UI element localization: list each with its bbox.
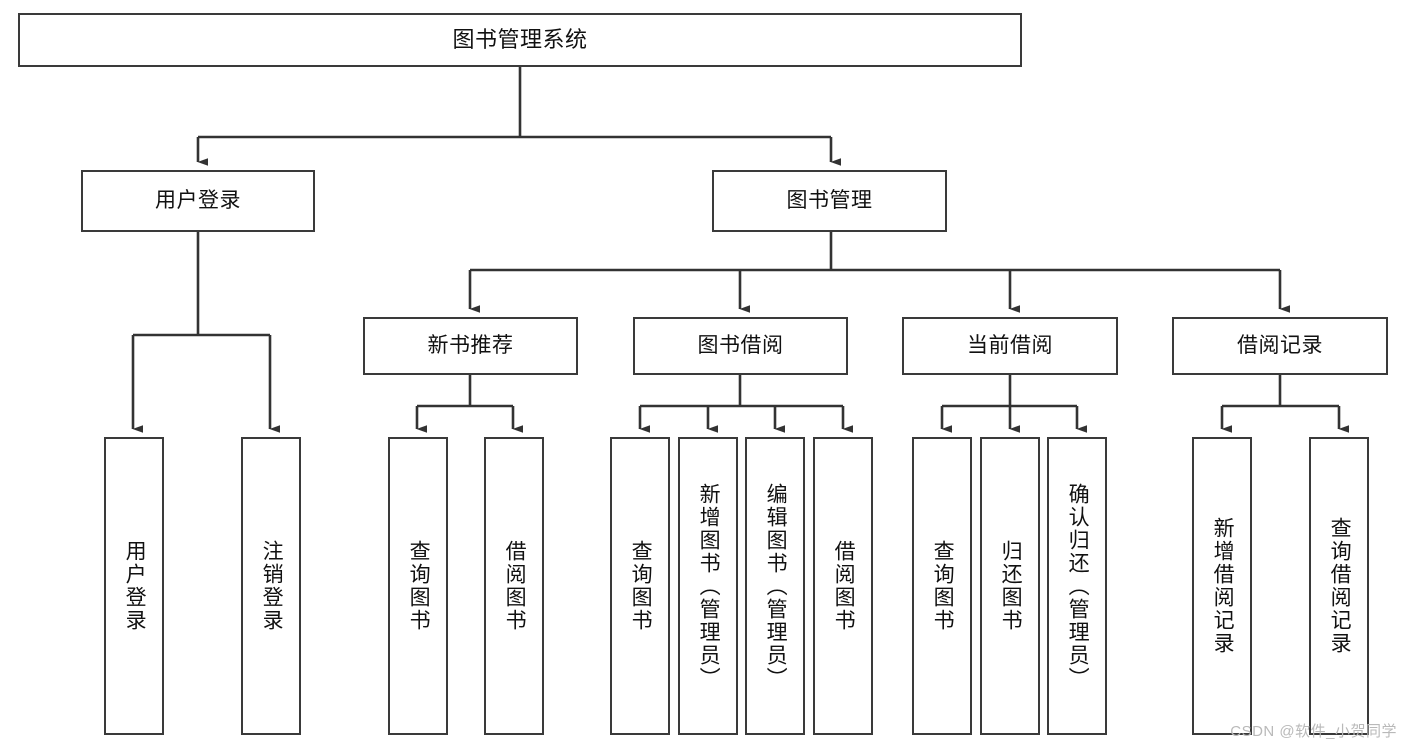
node-label: 查询图书 (629, 540, 653, 632)
node-label: 借阅图书 (503, 540, 527, 632)
node-label: 用户登录 (155, 188, 241, 212)
node-leaf-edit-book-admin[interactable]: 编辑图书（管理员） (745, 437, 805, 735)
node-new-book-recommendation[interactable]: 新书推荐 (363, 317, 578, 375)
node-user-login[interactable]: 用户登录 (81, 170, 315, 232)
node-label: 查询图书 (407, 540, 431, 632)
node-current-borrowing[interactable]: 当前借阅 (902, 317, 1118, 375)
csdn-watermark: CSDN @软件_小贺同学 (1230, 723, 1397, 740)
node-leaf-query-borrow-record[interactable]: 查询借阅记录 (1309, 437, 1369, 735)
node-leaf-return-book[interactable]: 归还图书 (980, 437, 1040, 735)
node-label: 归还图书 (999, 540, 1023, 632)
node-root-book-management-system[interactable]: 图书管理系统 (18, 13, 1022, 67)
node-label: 图书管理系统 (452, 26, 588, 52)
node-label: 图书借阅 (697, 333, 784, 357)
node-label: 当前借阅 (967, 333, 1053, 357)
node-label: 用户登录 (123, 540, 147, 632)
node-leaf-logout[interactable]: 注销登录 (241, 437, 301, 735)
node-book-management[interactable]: 图书管理 (712, 170, 947, 232)
node-leaf-add-borrow-record[interactable]: 新增借阅记录 (1192, 437, 1252, 735)
node-label: 查询图书 (931, 540, 955, 632)
node-label: 查询借阅记录 (1328, 517, 1352, 655)
node-leaf-query-book-1[interactable]: 查询图书 (388, 437, 448, 735)
node-leaf-user-login[interactable]: 用户登录 (104, 437, 164, 735)
node-leaf-add-book-admin[interactable]: 新增图书（管理员） (678, 437, 738, 735)
node-label: 借阅图书 (832, 540, 856, 632)
node-leaf-confirm-return-admin[interactable]: 确认归还（管理员） (1047, 437, 1107, 735)
node-book-borrowing[interactable]: 图书借阅 (633, 317, 848, 375)
node-label: 图书管理 (786, 188, 873, 212)
node-label: 借阅记录 (1237, 333, 1323, 357)
node-label: 新书推荐 (427, 333, 514, 357)
node-leaf-query-book-3[interactable]: 查询图书 (912, 437, 972, 735)
node-borrowing-record[interactable]: 借阅记录 (1172, 317, 1388, 375)
node-leaf-query-book-2[interactable]: 查询图书 (610, 437, 670, 735)
node-label: 新增图书（管理员） (697, 482, 721, 690)
node-label: 注销登录 (260, 540, 284, 632)
node-label: 确认归还（管理员） (1066, 482, 1090, 690)
node-leaf-borrow-book-1[interactable]: 借阅图书 (484, 437, 544, 735)
node-label: 新增借阅记录 (1211, 517, 1235, 655)
node-label: 编辑图书（管理员） (764, 482, 788, 690)
node-leaf-borrow-book-2[interactable]: 借阅图书 (813, 437, 873, 735)
